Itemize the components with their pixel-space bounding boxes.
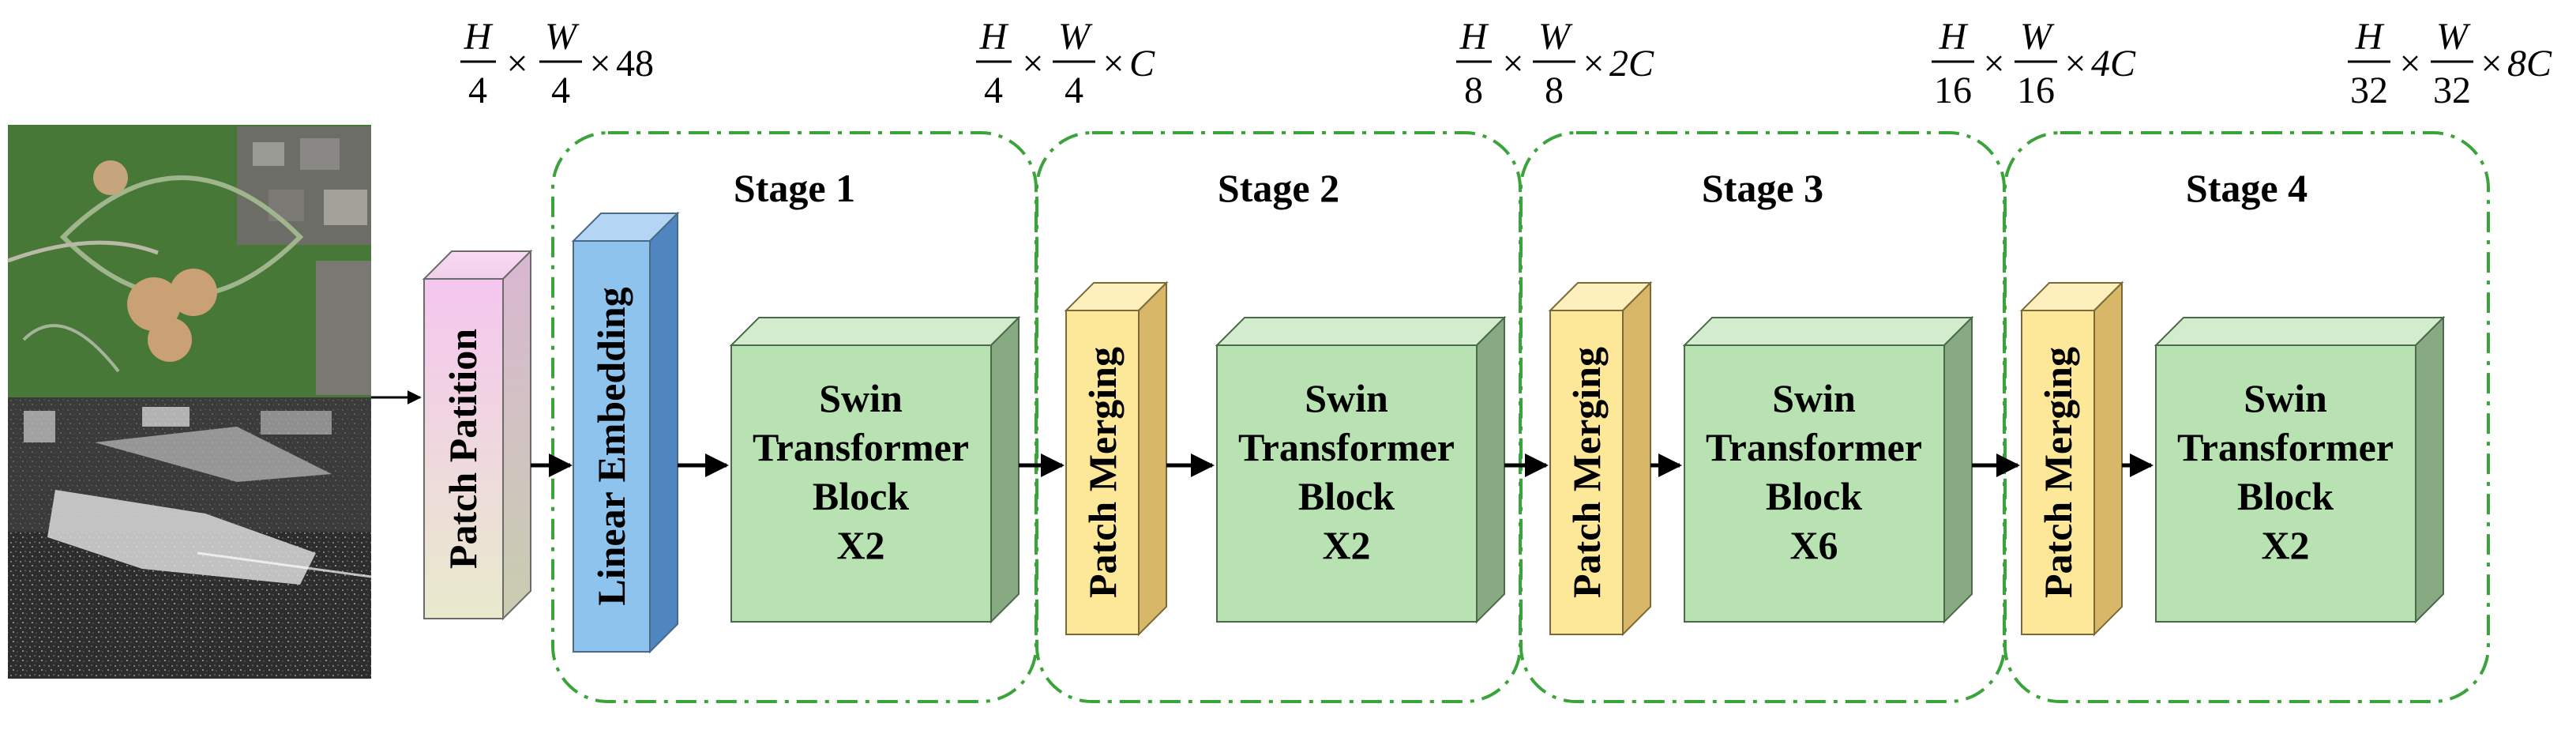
stage-3-dims: H 16 × W 16 × 4C [1932,16,2136,111]
block-repeat-label: X2 [2261,523,2309,567]
stage-1-dims: H 4 × W 4 × C [976,16,1155,111]
dims-times-1: × [2399,43,2420,85]
swin-block-2: Swin Transformer Block X2 [1215,315,1507,624]
input-dims: H 4 × W 4 × 48 [460,16,654,111]
dims-channels: 48 [616,43,654,85]
dims-h-den: 4 [468,70,487,111]
swin-block-4: Swin Transformer Block X2 [2154,315,2446,624]
patch-merging-label: Patch Merging [1080,347,1125,598]
block-label-line-3: Block [1766,474,1862,518]
stage-2-dims: H 8 × W 8 × 2C [1456,16,1654,111]
dims-h-den: 32 [2350,70,2388,111]
dims-times-1: × [506,43,528,85]
block-label-line-3: Block [2237,474,2334,518]
dims-channels: C [1129,43,1155,85]
dims-w-den: 32 [2433,70,2471,111]
stage-1-title: Stage 1 [734,166,855,210]
dims-channels: 2C [1609,43,1654,85]
dims-h-den: 16 [1934,70,1972,111]
patch-merging-label: Patch Merging [2036,347,2080,598]
dims-channels: 8C [2507,43,2552,85]
dims-w-den: 16 [2017,70,2055,111]
dims-h-num: H [979,16,1009,58]
linear-embedding-block: Linear Embedding [571,211,680,654]
dims-times-2: × [589,43,610,85]
dims-h-num: H [1939,16,1969,58]
block-repeat-label: X2 [1322,523,1370,567]
block-repeat-label: X2 [836,523,884,567]
dims-w-den: 4 [1065,70,1083,111]
stage-boxes [551,131,2490,703]
dims-times-2: × [1583,43,1604,85]
dims-h-den: 4 [984,70,1003,111]
patch-merging-3: Patch Merging [1548,280,1653,637]
dims-w-num: W [1058,16,1093,58]
dims-times-2: × [2064,43,2086,85]
block-label-line-2: Transformer [2177,425,2394,469]
dims-w-num: W [1538,16,1573,58]
stage-3-title: Stage 3 [1702,166,1823,210]
block-label-line-1: Swin [1772,376,1856,420]
dims-w-den: 8 [1545,70,1564,111]
patch-merging-4: Patch Merging [2019,280,2124,637]
dims-h-num: H [1459,16,1489,58]
block-label-line-1: Swin [2244,376,2327,420]
patch-partition-block: Patch Patition [422,249,533,621]
linear-embedding-label: Linear Embedding [589,287,633,605]
optical-image [7,125,371,397]
block-label-line-1: Swin [1305,376,1388,420]
stage-4-dims: H 32 × W 32 × 8C [2348,16,2552,111]
dims-w-num: W [2436,16,2471,58]
block-label-line-2: Transformer [753,425,969,469]
dims-w-den: 4 [551,70,570,111]
patch-merging-label: Patch Merging [1564,347,1609,598]
swin-block-3: Swin Transformer Block X6 [1682,315,1974,624]
stage-4-title: Stage 4 [2186,166,2308,210]
block-label-line-3: Block [813,474,909,518]
stage-2-title: Stage 2 [1218,166,1339,210]
input-image [7,125,372,679]
patch-partition-label: Patch Patition [441,329,485,569]
patch-merging-2: Patch Merging [1064,280,1169,637]
dims-h-den: 8 [1464,70,1483,111]
stage-4-box [2003,131,2490,703]
dims-times-2: × [1102,43,1124,85]
dims-times-1: × [1022,43,1043,85]
block-label-line-1: Swin [819,376,903,420]
dims-h-num: H [2355,16,2385,58]
block-label-line-2: Transformer [1706,425,1922,469]
sar-image [8,397,372,679]
dims-channels: 4C [2091,43,2136,85]
dims-times-2: × [2480,43,2502,85]
dims-times-1: × [1502,43,1523,85]
dims-h-num: H [464,16,494,58]
dims-w-num: W [2020,16,2055,58]
dims-w-num: W [545,16,580,58]
swin-block-1: Swin Transformer Block X2 [729,315,1021,624]
block-repeat-label: X6 [1789,523,1838,567]
dims-times-1: × [1983,43,2004,85]
block-label-line-3: Block [1298,474,1395,518]
block-label-line-2: Transformer [1238,425,1455,469]
